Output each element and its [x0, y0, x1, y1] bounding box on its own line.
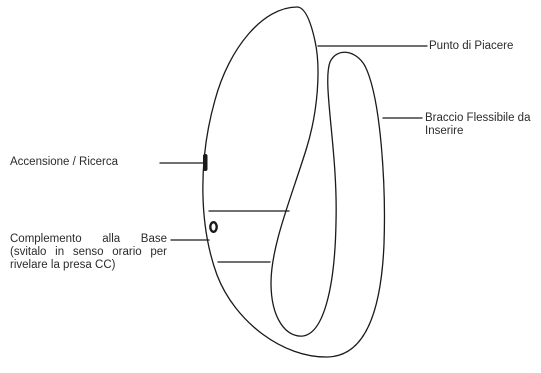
- device-body-outline: [202, 6, 386, 358]
- base-connector-icon: [209, 220, 218, 233]
- flexible-arm-label: Braccio Flessibile da Inserire: [425, 112, 531, 137]
- pleasure-point-label: Punto di Piacere: [429, 40, 514, 52]
- base-complement-label: Complemento alla Base (svitalo in senso …: [10, 233, 167, 271]
- power-search-label: Accensione / Ricerca: [10, 156, 119, 168]
- power-button-icon: [203, 154, 208, 171]
